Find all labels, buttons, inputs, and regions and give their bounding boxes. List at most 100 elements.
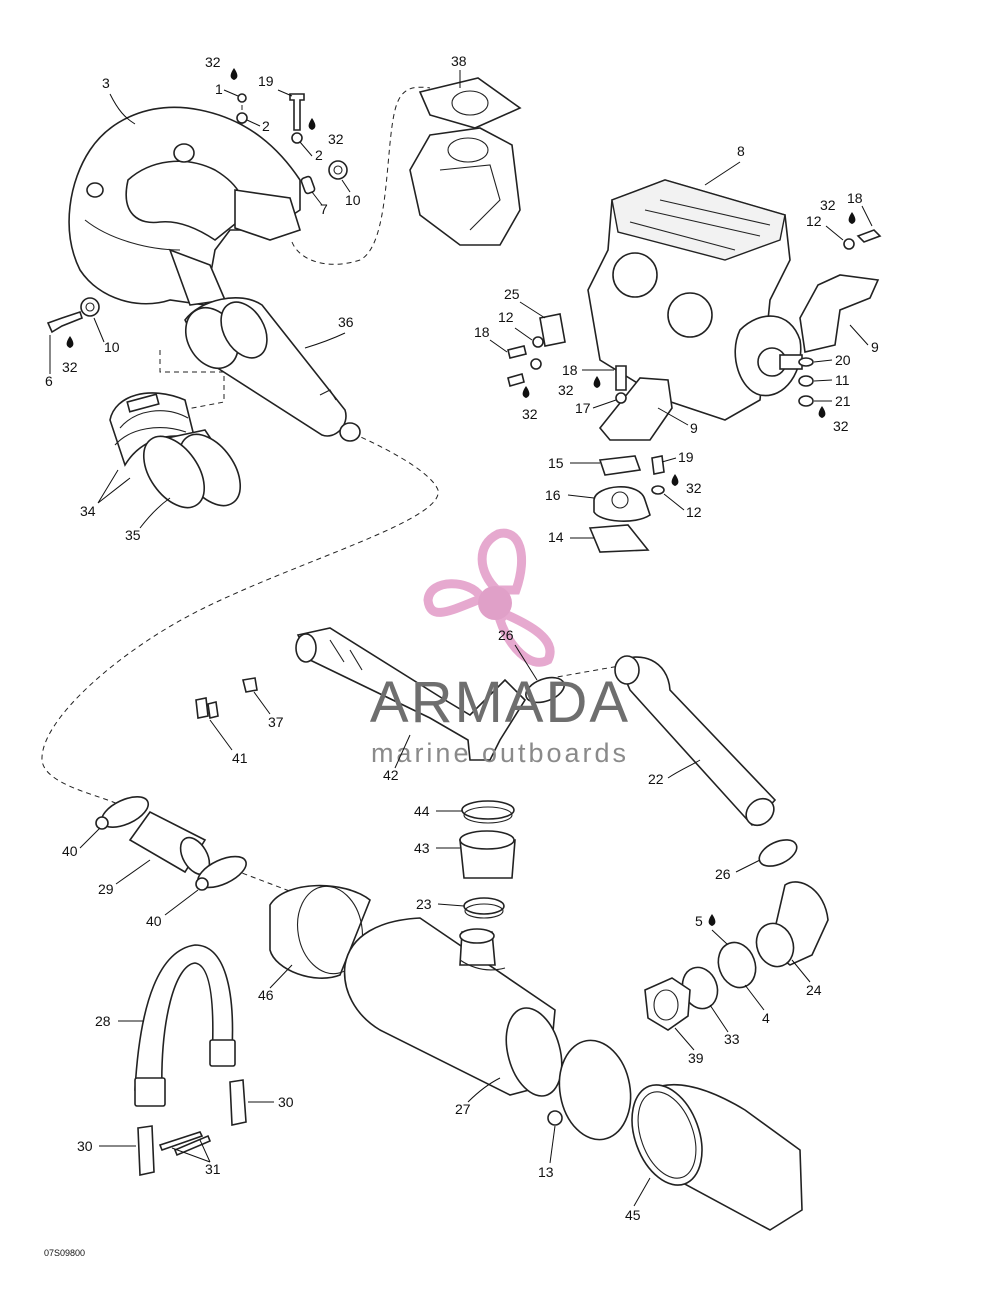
- sealant-drop-icon: [708, 914, 716, 926]
- callout-30: 30: [77, 1138, 93, 1154]
- callout-31: 31: [205, 1161, 221, 1177]
- callout-21: 21: [835, 393, 851, 409]
- callout-45: 45: [625, 1207, 641, 1223]
- hose-clamp-upper: [525, 676, 565, 704]
- hose-upper: [295, 627, 527, 761]
- callout-27: 27: [455, 1101, 471, 1117]
- fasteners-manifold: [46, 93, 348, 334]
- callout-44: 44: [414, 803, 430, 819]
- callout-12: 12: [498, 309, 514, 325]
- callout-35: 35: [125, 527, 141, 543]
- callout-11: 11: [835, 372, 850, 388]
- callout-16: 16: [545, 487, 561, 503]
- clamp-assembly: [109, 392, 197, 467]
- sealant-drop-icon: [308, 118, 316, 130]
- callout-40: 40: [62, 843, 78, 859]
- exhaust-manifold: [68, 106, 301, 306]
- callout-18: 18: [562, 362, 578, 378]
- callout-8: 8: [737, 143, 745, 159]
- clamp-23: [463, 897, 505, 919]
- callout-9: 9: [871, 339, 879, 355]
- callout-25: 25: [504, 286, 520, 302]
- callout-12: 12: [686, 504, 702, 520]
- callout-28: 28: [95, 1013, 111, 1029]
- resonator-45: [631, 1083, 803, 1231]
- strap-brackets: [137, 1079, 247, 1176]
- callout-labels: 32 1 2 19 32 2 3 7 10 38 8 32 18 12 25 1…: [45, 53, 879, 1223]
- sealant-drop-icon: [818, 406, 826, 418]
- callout-36: 36: [338, 314, 354, 330]
- callout-4: 4: [762, 1010, 770, 1026]
- callout-38: 38: [451, 53, 467, 69]
- callout-26: 26: [715, 866, 731, 882]
- callout-13: 13: [538, 1164, 554, 1180]
- callout-32: 32: [820, 197, 836, 213]
- sealant-drop-icon: [848, 212, 856, 224]
- callout-34: 34: [80, 503, 96, 519]
- strap-28: [134, 944, 236, 1107]
- sleeve-43: [459, 830, 516, 879]
- callout-29: 29: [98, 881, 114, 897]
- watermark-logo: [423, 528, 555, 667]
- outlet-fitting-24: [755, 881, 829, 968]
- small-fittings: [195, 677, 258, 719]
- nut-39: [644, 977, 691, 1031]
- callout-2: 2: [315, 147, 323, 163]
- sealant-drop-icon: [230, 68, 238, 80]
- hose-right: [614, 655, 777, 827]
- callout-32: 32: [833, 418, 849, 434]
- callout-15: 15: [548, 455, 564, 471]
- watermark-tagline: marine outboards: [371, 738, 629, 768]
- engine-block: [587, 179, 803, 421]
- fasteners-right: [798, 229, 882, 407]
- callout-32: 32: [328, 131, 344, 147]
- callout-6: 6: [45, 373, 53, 389]
- band-46: [269, 884, 371, 979]
- tube-29: [128, 810, 211, 876]
- callout-20: 20: [835, 352, 851, 368]
- callout-39: 39: [688, 1050, 704, 1066]
- callout-19: 19: [678, 449, 694, 465]
- clamp-13: [547, 1039, 632, 1141]
- sealant-drop-icon: [671, 474, 679, 486]
- callout-23: 23: [416, 896, 432, 912]
- callout-7: 7: [320, 201, 328, 217]
- callout-43: 43: [414, 840, 430, 856]
- callout-40: 40: [146, 913, 162, 929]
- callout-32: 32: [62, 359, 78, 375]
- callout-14: 14: [548, 529, 564, 545]
- expansion-housing: [409, 77, 522, 246]
- callout-18: 18: [474, 324, 490, 340]
- callout-2: 2: [262, 118, 270, 134]
- callout-3: 3: [102, 75, 110, 91]
- callout-18: 18: [847, 190, 863, 206]
- callout-32: 32: [558, 382, 574, 398]
- callout-5: 5: [695, 913, 703, 929]
- callout-32: 32: [522, 406, 538, 422]
- drawing-code: 07S09800: [44, 1248, 85, 1258]
- gasket-4: [717, 941, 757, 989]
- exhaust-pipe: [184, 297, 361, 442]
- engine-bracket-right: [799, 274, 880, 353]
- callout-19: 19: [258, 73, 274, 89]
- callout-22: 22: [648, 771, 664, 787]
- callout-33: 33: [724, 1031, 740, 1047]
- rubber-sleeve: [142, 429, 242, 509]
- callout-26: 26: [498, 627, 514, 643]
- callout-10: 10: [104, 339, 120, 355]
- sealant-drop-icon: [522, 386, 530, 398]
- callout-9: 9: [690, 420, 698, 436]
- clamp-40-lower: [195, 855, 247, 891]
- callout-24: 24: [806, 982, 822, 998]
- callout-32: 32: [205, 54, 221, 70]
- callout-1: 1: [215, 81, 223, 97]
- callout-12: 12: [806, 213, 822, 229]
- clamp-40-upper: [95, 796, 150, 830]
- clamp-44: [461, 800, 515, 824]
- callout-10: 10: [345, 192, 361, 208]
- engine-bracket-lower: [598, 377, 673, 441]
- muffler: [343, 917, 563, 1097]
- callout-37: 37: [268, 714, 284, 730]
- watermark-brand: ARMADA: [370, 670, 630, 735]
